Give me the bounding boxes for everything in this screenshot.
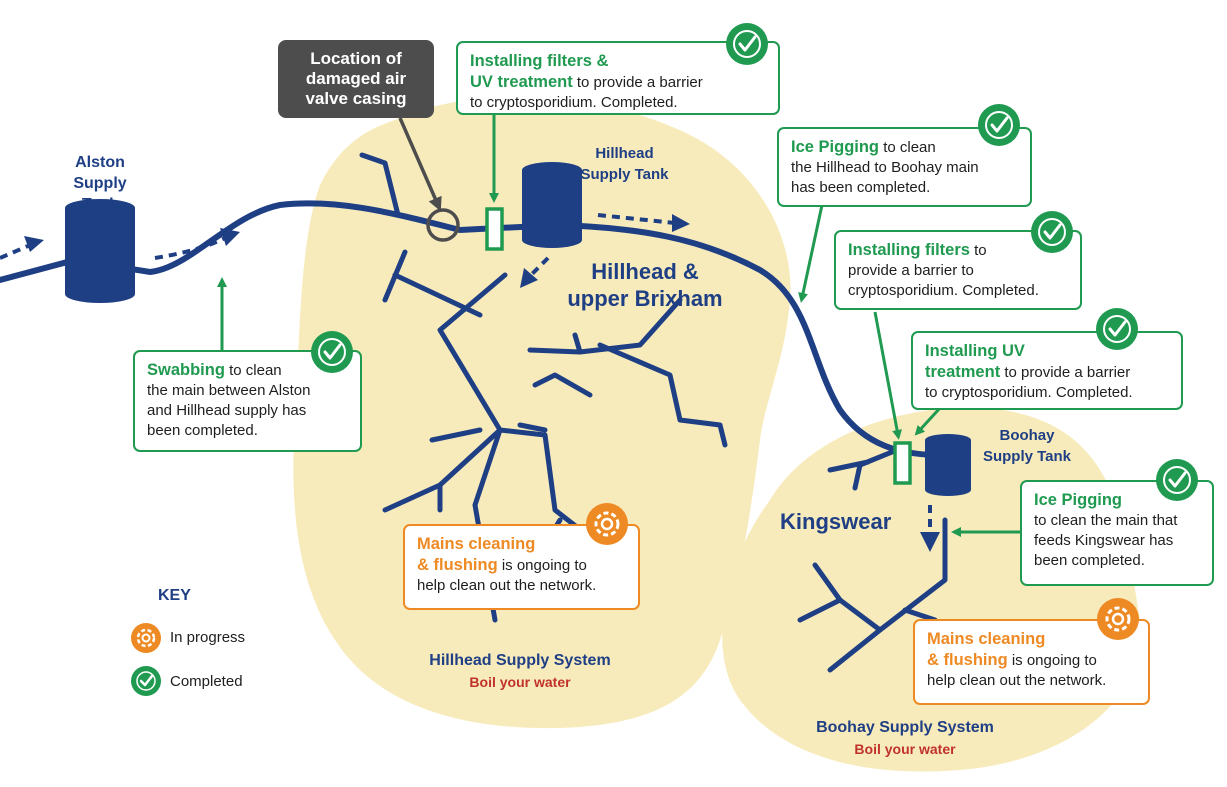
alston-tank-label: Alston Supply Tank: [73, 154, 127, 213]
hillhead-system-name: Hillhead Supply System: [429, 652, 611, 669]
boohay-system-name: Boohay Supply System: [816, 719, 994, 736]
completed-check-icon: [1096, 308, 1138, 350]
key-completed-icon: [131, 666, 161, 696]
card-uv-boohay: Installing UV treatment to provide a bar…: [911, 331, 1183, 410]
card-filters-uv-hillhead: Installing filters & UV treatment to pro…: [456, 41, 780, 115]
card-highlight: Installing filters & UV treatment: [470, 52, 609, 91]
kingswear-distribution-network: [797, 449, 948, 673]
hillhead-tank-label: Hillhead Supply Tank: [580, 145, 669, 183]
key-in-progress-icon: [131, 623, 161, 653]
flow-arrowheads: [24, 214, 940, 552]
card-mains-cleaning-hillhead: Mains cleaning & flushing is ongoing to …: [403, 524, 640, 610]
card-highlight: Ice Pigging: [791, 138, 880, 156]
card-text: is ongoing to help clean out the network…: [927, 652, 1107, 689]
completed-check-icon: [1156, 459, 1198, 501]
in-progress-icon: [586, 503, 628, 545]
key-completed-label: Completed: [170, 673, 243, 690]
card-highlight: Ice Pigging: [1034, 491, 1123, 509]
card-text: to clean the main between Alston and Hil…: [147, 362, 311, 439]
boohay-system-status: Boil your water: [854, 741, 956, 757]
in-progress-icon: [1097, 598, 1139, 640]
completed-check-icon: [1031, 211, 1073, 253]
hillhead-filter-box: [485, 207, 504, 251]
card-text: to provide a barrier to cryptosporidium.…: [925, 364, 1133, 401]
key-title: KEY: [158, 587, 191, 604]
boohay-tank: [925, 434, 971, 496]
damaged-valve-pointer: [398, 117, 442, 212]
hillhead-system-status: Boil your water: [469, 674, 571, 690]
damaged-valve-marker: [426, 208, 460, 242]
callout-arrows: [217, 112, 1022, 537]
trunk-main-pipe: [0, 200, 943, 458]
boohay-tank-label: Boohay Supply Tank: [982, 427, 1072, 465]
kingswear-area-label: Kingswear: [780, 509, 892, 534]
card-text: to clean the main that feeds Kingswear h…: [1034, 512, 1178, 569]
card-text: to provide a barrier to cryptosporidium.…: [470, 74, 703, 111]
completed-check-icon: [726, 23, 768, 65]
card-text: to clean the Hillhead to Boohay main has…: [791, 139, 979, 196]
card-highlight: Installing filters: [848, 241, 970, 259]
card-text: to provide a barrier to cryptosporidium.…: [848, 242, 1039, 299]
card-highlight: Mains cleaning & flushing: [417, 535, 536, 574]
hillhead-tank: [522, 162, 582, 248]
card-highlight: Swabbing: [147, 361, 225, 379]
completed-check-icon: [978, 104, 1020, 146]
card-text: is ongoing to help clean out the network…: [417, 557, 597, 594]
key-in-progress-label: In progress: [170, 629, 246, 646]
boohay-filter-box: [893, 441, 912, 485]
damaged-valve-label: Location of damaged air valve casing: [278, 40, 434, 118]
card-ice-pigging-hillhead: Ice Pigging to clean the Hillhead to Boo…: [777, 127, 1032, 207]
completed-check-icon: [311, 331, 353, 373]
card-highlight: Mains cleaning & flushing: [927, 630, 1046, 669]
card-highlight: Installing UV treatment: [925, 342, 1025, 381]
flow-direction-arrows: [0, 213, 932, 535]
hillhead-area-label: Hillhead & upper Brixham: [567, 259, 723, 311]
alston-tank: [65, 199, 135, 303]
